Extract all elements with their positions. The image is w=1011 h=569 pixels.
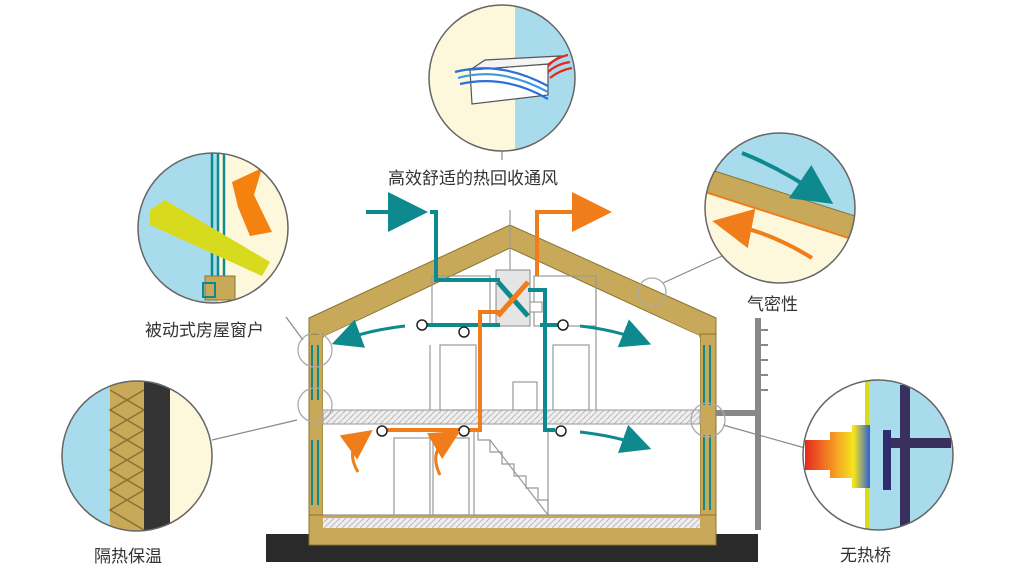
detail-markers [297, 277, 726, 438]
passive-window-label: 被动式房屋窗户 [145, 321, 264, 341]
hrv-unit [495, 269, 543, 327]
callout-heat-recovery-circle [428, 4, 576, 152]
ventilation-ducts [331, 192, 652, 476]
balcony-bracket [716, 318, 768, 530]
heat-recovery-label: 高效舒适的热回收通风 [388, 169, 558, 189]
callout-thermal-bridge-circle [802, 379, 954, 531]
callout-passive-window-circle [137, 152, 289, 304]
insulation-label: 隔热保温 [94, 547, 162, 567]
airtightness-label: 气密性 [747, 295, 798, 315]
callout-insulation-circle [61, 380, 213, 532]
thermal-bridge-free-label: 无热桥 [840, 546, 891, 566]
leader-lines [211, 151, 806, 449]
callout-airtightness-circle [704, 132, 856, 284]
